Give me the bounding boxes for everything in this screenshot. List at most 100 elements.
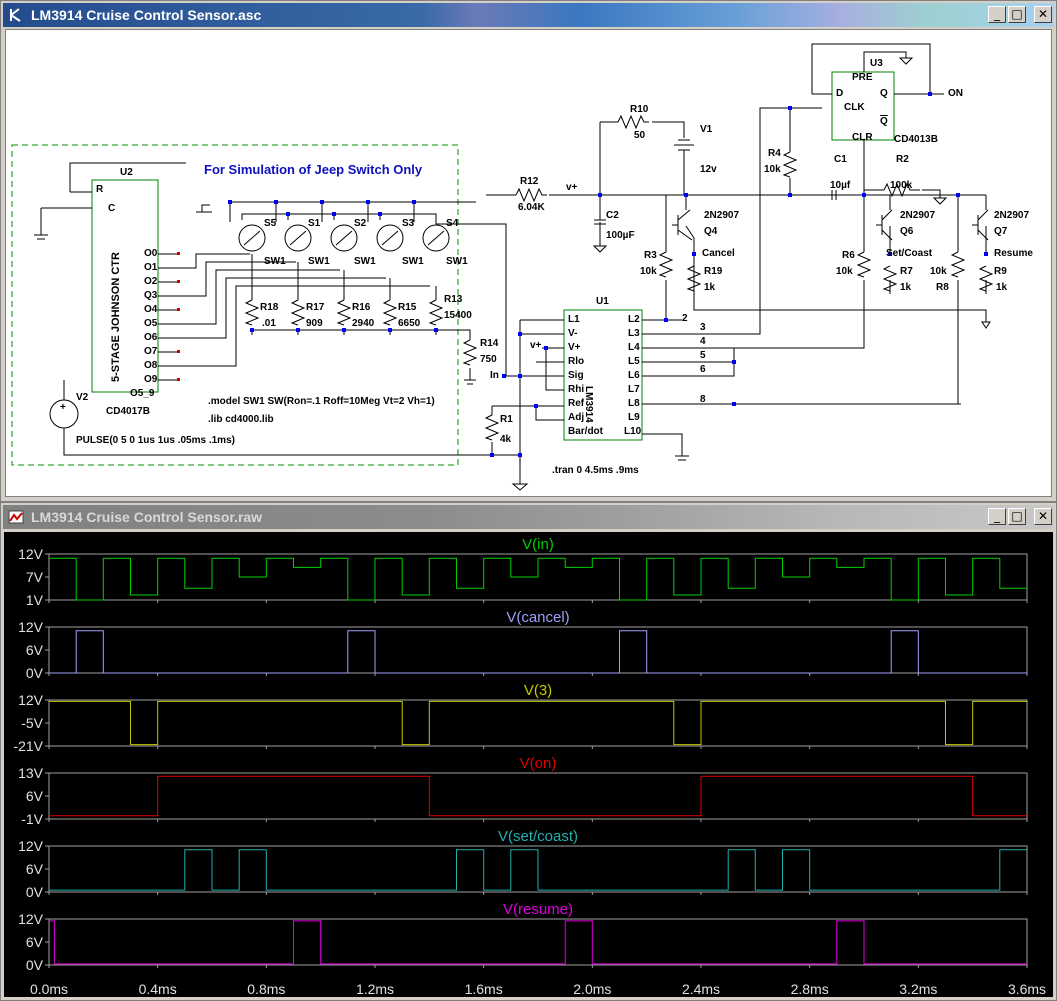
net-5: 5 [700,350,706,361]
s1-model: SW1 [308,256,330,267]
u1-pin-rhi: Rhi [568,384,585,395]
pane-title: V(set/coast) [498,828,578,845]
r12-val: 6.04K [518,202,545,213]
waveform-plot[interactable]: V(in)12V7V1VV(cancel)12V6V0VV(3)12V-5V-2… [4,532,1053,997]
net-3: 3 [700,322,706,333]
net-resume: Resume [994,248,1033,259]
r15-ref: R15 [398,302,417,313]
q7-part: 2N2907 [994,210,1030,221]
pane-title: V(cancel) [506,609,569,626]
u3-ref: U3 [870,58,883,69]
close-button[interactable]: ✕ [1034,508,1052,525]
x-tick-label: 3.2ms [899,981,937,997]
pane-title: V(3) [524,682,552,699]
u1-pin-vminus: V- [568,328,578,339]
u2-out-o5-9: O5_9 [130,388,155,399]
u2-out-o9: O9 [144,374,158,385]
u2-out-o8: O8 [144,360,158,371]
u1-pin-l9: L9 [628,412,640,423]
pane-frame [48,918,1028,966]
trace-line [49,700,1027,746]
y-tick-label: 12V [18,692,44,708]
y-tick-label: -5V [21,715,43,731]
y-tick-label: 0V [26,884,44,900]
x-tick-label: 1.6ms [465,981,503,997]
r16-val: 2940 [352,318,375,329]
x-tick-label: 2.4ms [682,981,720,997]
r7-ref: R7 [900,266,913,277]
s5-model: SW1 [264,256,286,267]
u1-pin-l5: L5 [628,356,640,367]
pane-title: V(on) [520,755,557,772]
y-tick-label: 6V [26,642,44,658]
y-tick-label: -21V [13,738,43,754]
waveform-title: LM3914 Cruise Control Sensor.raw [31,509,263,525]
v1-ref: V1 [700,124,713,135]
schematic-canvas[interactable]: + For Simulation of Jeep Switch Only U2 … [5,29,1052,497]
maximize-button[interactable]: □ [1008,6,1026,23]
u1-pin-l6: L6 [628,370,640,381]
r15-val: 6650 [398,318,421,329]
u1-pin-l3: L3 [628,328,640,339]
r10-val: 50 [634,130,646,141]
trace-line [49,920,1027,965]
u2-pin-r: R [96,184,104,195]
minimize-button[interactable]: _ [988,6,1006,23]
u1-pin-l1: L1 [568,314,580,325]
net-on: ON [948,88,963,99]
waveform-window: LM3914 Cruise Control Sensor.raw _ □ ✕ V… [0,502,1057,1001]
u3-pin-qbar: Q [880,116,888,127]
y-tick-label: 6V [26,934,44,950]
v2-ref: V2 [76,392,89,403]
x-tick-label: 0.4ms [139,981,177,997]
r4-val: 10k [764,164,781,175]
r19-ref: R19 [704,266,723,277]
close-button[interactable]: ✕ [1034,6,1052,23]
u2-out-o5: O5 [144,318,158,329]
s2-ref: S2 [354,218,367,229]
schematic-titlebar[interactable]: LM3914 Cruise Control Sensor.asc _ □ ✕ [3,3,1054,27]
y-tick-label: 0V [26,957,44,973]
simulation-region-box [11,144,459,466]
s1-ref: S1 [308,218,321,229]
v2-pulse: PULSE(0 5 0 1us 1us .05ms .1ms) [76,435,235,446]
c1-ref: C1 [834,154,847,165]
r19-val: 1k [704,282,716,293]
r10-ref: R10 [630,104,649,115]
c1-val: 10µf [830,180,851,191]
u1-pin-l4: L4 [628,342,640,353]
pane-3: V(3) 12V -5V -21V [13,682,1028,754]
r17-val: 909 [306,318,323,329]
u1-pin-l7: L7 [628,384,640,395]
svg-text:+: + [60,402,66,413]
r3-ref: R3 [644,250,657,261]
r9-val: 1k [996,282,1008,293]
r2-val: 100k [890,180,913,191]
y-tick-label: 12V [18,619,44,635]
c2-val: 100µF [606,230,635,241]
u1-part: LM3914 [583,386,594,423]
schematic-title: LM3914 Cruise Control Sensor.asc [31,7,262,23]
waveform-icon [7,508,25,526]
q7-ref: Q7 [994,226,1008,237]
r14-ref: R14 [480,338,499,349]
u1-pin-ref: Ref [568,398,585,409]
minimize-button[interactable]: _ [988,508,1006,525]
r7-val: 1k [900,282,912,293]
u1-pin-l2: L2 [628,314,640,325]
u3-body [831,71,895,141]
u3-pin-clr: CLR [852,132,873,143]
u2-out-o6: O6 [144,332,158,343]
waveform-titlebar[interactable]: LM3914 Cruise Control Sensor.raw _ □ ✕ [3,505,1054,529]
net-6: 6 [700,364,706,375]
y-tick-label: 13V [18,765,44,781]
x-tick-label: 1.2ms [356,981,394,997]
maximize-button[interactable]: □ [1008,508,1026,525]
u2-part: CD4017B [106,406,150,417]
trace-line [49,849,1027,891]
r17-ref: R17 [306,302,325,313]
pane-frame [48,699,1028,747]
schematic-window: LM3914 Cruise Control Sensor.asc _ □ ✕ [0,0,1057,502]
